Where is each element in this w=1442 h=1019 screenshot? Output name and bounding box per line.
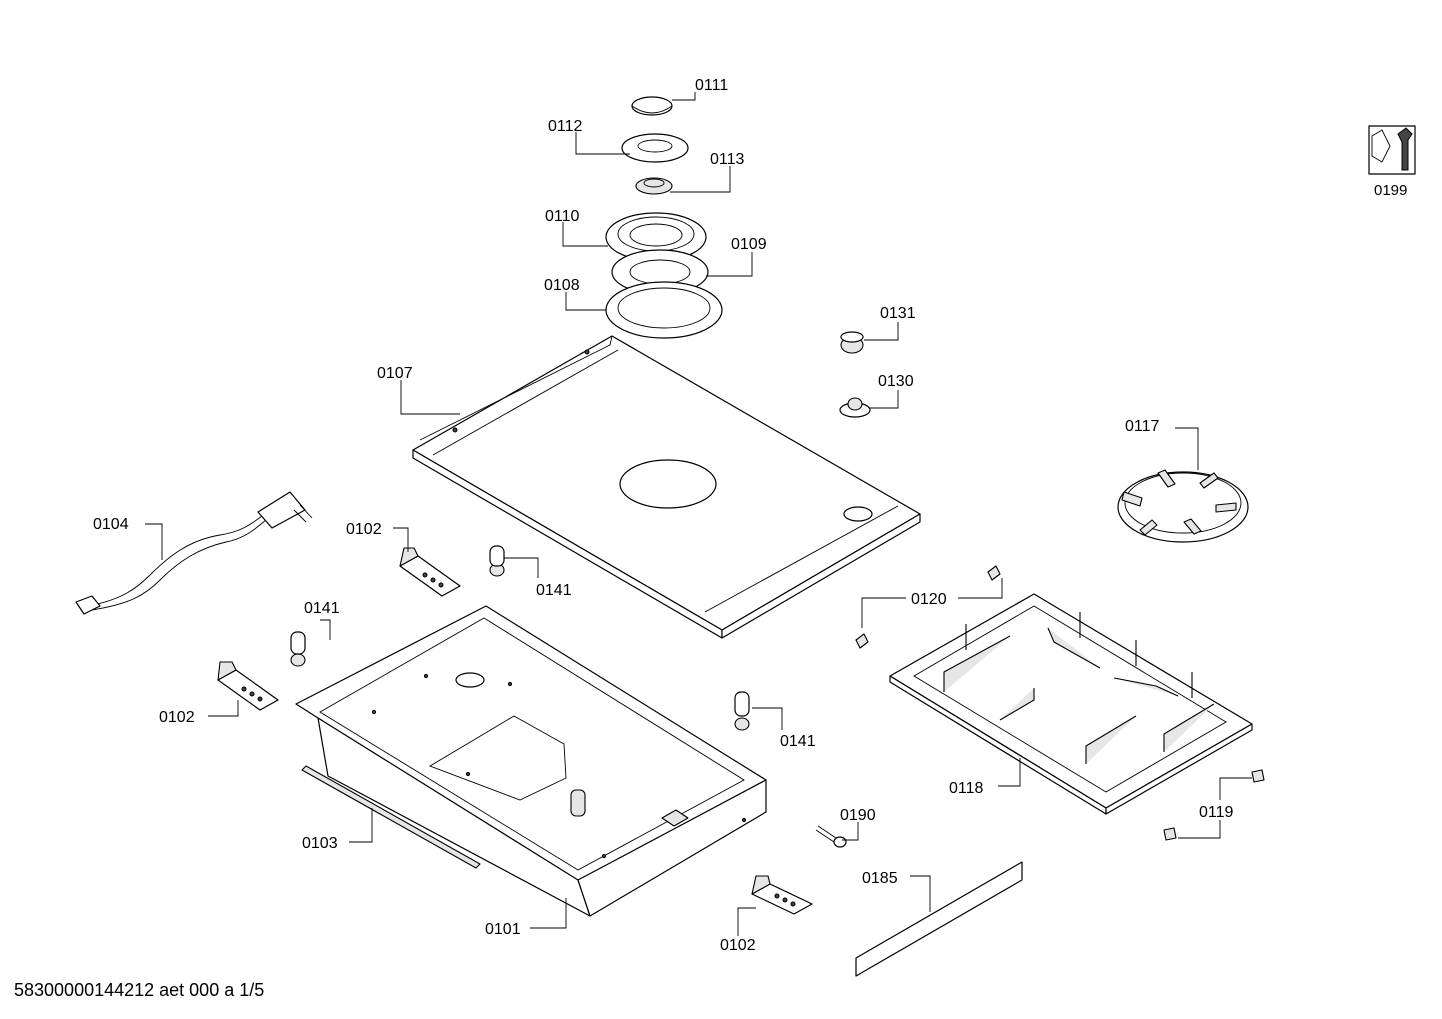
part-label-0120: 0120: [911, 591, 947, 608]
clip-0120: [855, 565, 1001, 649]
knob-bezel-0130: [839, 397, 871, 418]
hob-top-plate-0107: [412, 335, 921, 639]
wok-ring-0117: [1117, 469, 1249, 543]
part-label-0190: 0190: [840, 807, 876, 824]
leader-lines: [145, 92, 1252, 936]
service-icon-label: 0199: [1374, 182, 1407, 199]
part-label-0103: 0103: [302, 835, 338, 852]
part-label-0108: 0108: [544, 277, 580, 294]
buffer-0119: [1163, 769, 1265, 841]
rubber-foot-0141-top: [489, 545, 505, 577]
part-label-0107: 0107: [377, 365, 413, 382]
part-label-0112: 0112: [548, 118, 583, 135]
part-label-0110: 0110: [545, 208, 580, 225]
burner-cap-0111: [631, 96, 673, 116]
rubber-foot-0141-left: [290, 631, 306, 667]
part-label-0102-left: 0102: [159, 709, 195, 726]
part-label-0130: 0130: [878, 373, 914, 390]
mounting-bracket-0102-bottom: [751, 875, 813, 915]
seal-strip-0103: [301, 765, 481, 869]
part-label-0104: 0104: [93, 516, 129, 533]
screw-0190: [815, 825, 847, 848]
part-label-0119: 0119: [1199, 804, 1234, 821]
tool-wrench-icon: [1368, 125, 1416, 175]
part-label-0111: 0111: [695, 77, 728, 94]
part-label-0101: 0101: [485, 921, 521, 938]
part-label-0102-bottom: 0102: [720, 937, 756, 954]
part-label-0109: 0109: [731, 236, 767, 253]
base-tray-0101: [295, 605, 767, 917]
power-cord-0104: [75, 491, 313, 615]
document-code: 58300000144212 aet 000 a 1/5: [14, 980, 265, 1000]
flame-spreader-0112: [621, 133, 689, 163]
mounting-bracket-0102-top: [399, 547, 461, 597]
part-label-0185: 0185: [862, 870, 898, 887]
part-label-0141-top: 0141: [536, 582, 572, 599]
label-plate-0185: [855, 861, 1023, 977]
burner-gasket-0108: [605, 281, 723, 339]
part-label-0131: 0131: [880, 305, 916, 322]
rubber-foot-0141-right: [734, 691, 750, 731]
part-label-0118: 0118: [949, 780, 984, 797]
part-label-0141-left: 0141: [304, 600, 340, 617]
burner-crown-0113: [635, 177, 673, 195]
control-knob-0131: [840, 331, 864, 354]
pan-support-0118: [889, 593, 1253, 815]
part-label-0141-right: 0141: [780, 733, 816, 750]
part-label-0113: 0113: [710, 151, 745, 168]
part-label-0117: 0117: [1125, 418, 1160, 435]
part-label-0102-top: 0102: [346, 521, 382, 538]
part-labels: 0111 0112 0113 0110 0109 0108 0107 0131 …: [93, 77, 1407, 954]
mounting-bracket-0102-left: [217, 661, 279, 711]
